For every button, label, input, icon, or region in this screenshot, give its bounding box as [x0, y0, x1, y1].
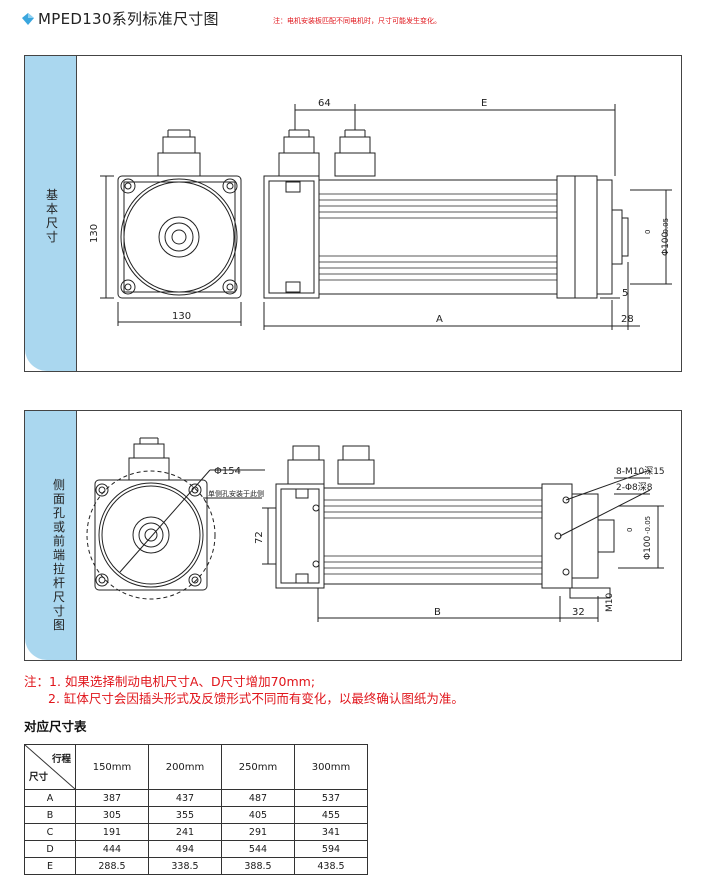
dim-72: 72: [254, 531, 265, 544]
table-cell: 305: [75, 806, 149, 824]
dim-B: B: [434, 607, 441, 618]
dimension-table: 行程 尺寸 150mm 200mm 250mm 300mm A 387 437 …: [24, 744, 368, 875]
dim-E: E: [481, 98, 487, 109]
table-cell: 537: [294, 789, 368, 807]
basic-dimension-panel: [24, 55, 682, 372]
panel-side-tab: [25, 56, 77, 371]
table-cell: 455: [294, 806, 368, 824]
table-cell: 437: [148, 789, 222, 807]
table-row: D 444 494 544 594: [24, 840, 368, 858]
corner-diagonal: [25, 745, 75, 789]
table-cell: 594: [294, 840, 368, 858]
corner-size-label: 尺寸: [29, 772, 49, 783]
table-row: C 191 241 291 341: [24, 823, 368, 841]
header-note: 注：电机安装板匹配不同电机时，尺寸可能发生变化。: [273, 17, 441, 25]
table-cell: 288.5: [75, 857, 149, 875]
dim-32: 32: [572, 607, 585, 618]
column-header: 250mm: [221, 744, 295, 790]
row-label: C: [24, 823, 76, 841]
notes: 注：1. 如果选择制动电机尺寸A、D尺寸增加70mm; 2. 缸体尺寸会因插头形…: [24, 673, 464, 707]
table-cell: 405: [221, 806, 295, 824]
table-cell: 487: [221, 789, 295, 807]
dim-130-height: 130: [89, 224, 100, 243]
note-line-2: 2. 缸体尺寸会因插头形式及反馈形式不同而有变化，以最终确认图纸为准。: [48, 691, 464, 706]
dim-M10: M10: [605, 593, 615, 612]
diamond-icon: [22, 13, 34, 25]
dim-phi100-2: Φ100: [643, 535, 653, 560]
table-cell: 338.5: [148, 857, 222, 875]
table-cell: 291: [221, 823, 295, 841]
column-header: 300mm: [294, 744, 368, 790]
table-cell: 387: [75, 789, 149, 807]
side-label-basic: 基本尺寸: [45, 188, 58, 244]
table-cell: 544: [221, 840, 295, 858]
row-label: D: [24, 840, 76, 858]
table-row: A 387 437 487 537: [24, 789, 368, 807]
dim-64: 64: [318, 98, 331, 109]
table-cell: 341: [294, 823, 368, 841]
dim-tol-0-2: 0: [626, 528, 634, 532]
dim-tol-neg: -0.05: [662, 218, 670, 236]
dim-phi100: Φ100: [661, 231, 671, 256]
dim-5: 5: [622, 288, 628, 299]
table-header-row: 行程 尺寸 150mm 200mm 250mm 300mm: [24, 744, 368, 790]
title-text: MPED130系列标准尺寸图: [38, 10, 219, 28]
dim-tol-0: 0: [644, 230, 652, 234]
dim-130-width: 130: [172, 311, 191, 322]
side-hole-drawing: Φ154 单侧孔安装于此侧 72 B 32 M10 8-M10深15 2-Φ8深…: [86, 437, 665, 622]
basic-dimension-drawing: 130 130 64 E A 28 5 Φ100 0 -0.05: [89, 98, 672, 330]
table-cell: 191: [75, 823, 149, 841]
table-corner-cell: 行程 尺寸: [24, 744, 76, 790]
table-row: E 288.5 338.5 388.5 438.5: [24, 857, 368, 875]
table-cell: 438.5: [294, 857, 368, 875]
note-line-1: 注：1. 如果选择制动电机尺寸A、D尺寸增加70mm;: [24, 674, 316, 689]
table-cell: 355: [148, 806, 222, 824]
table-cell: 444: [75, 840, 149, 858]
column-header: 150mm: [75, 744, 149, 790]
dim-phi154: Φ154: [214, 466, 241, 477]
holes-m10-note: 8-M10深15: [616, 466, 665, 477]
side-hole-panel: [24, 410, 682, 661]
row-label: B: [24, 806, 76, 824]
panel-side-tab-2: [25, 411, 77, 660]
table-title: 对应尺寸表: [24, 719, 87, 734]
dim-A: A: [436, 314, 443, 325]
table-cell: 494: [148, 840, 222, 858]
dim-28: 28: [621, 314, 634, 325]
column-header: 200mm: [148, 744, 222, 790]
table-cell: 388.5: [221, 857, 295, 875]
row-label: E: [24, 857, 76, 875]
mount-side-note: 单侧孔安装于此侧: [208, 489, 264, 498]
side-label-holes: 侧面孔或前端拉杆尺寸图: [52, 478, 65, 632]
table-row: B 305 355 405 455: [24, 806, 368, 824]
row-label: A: [24, 789, 76, 807]
holes-phi8-note: 2-Φ8深8: [616, 482, 653, 493]
corner-stroke-label: 行程: [51, 754, 71, 765]
table-cell: 241: [148, 823, 222, 841]
dim-tol-neg-2: -0.05: [644, 516, 652, 534]
page-title: MPED130系列标准尺寸图: [22, 8, 219, 29]
